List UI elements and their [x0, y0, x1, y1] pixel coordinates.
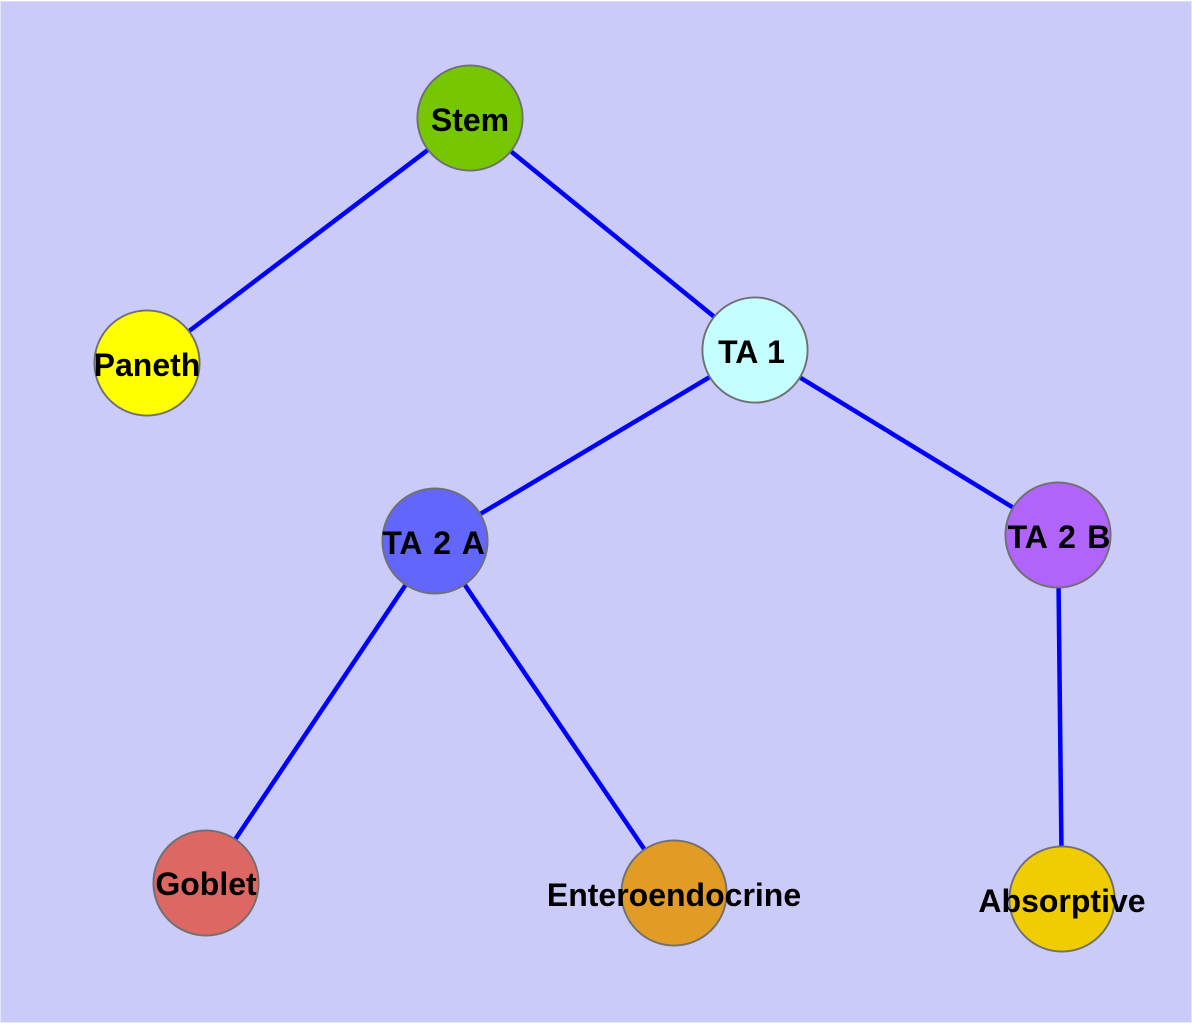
svg-text:Paneth: Paneth [94, 347, 201, 383]
svg-text:TA 2 B: TA 2 B [1008, 519, 1111, 555]
svg-text:Enteroendocrine: Enteroendocrine [547, 877, 801, 913]
svg-text:Absorptive: Absorptive [978, 883, 1145, 919]
svg-text:Stem: Stem [431, 102, 509, 138]
svg-text:TA 2 A: TA 2 A [382, 525, 485, 561]
svg-text:TA 1: TA 1 [718, 334, 785, 370]
svg-text:Goblet: Goblet [155, 866, 257, 902]
